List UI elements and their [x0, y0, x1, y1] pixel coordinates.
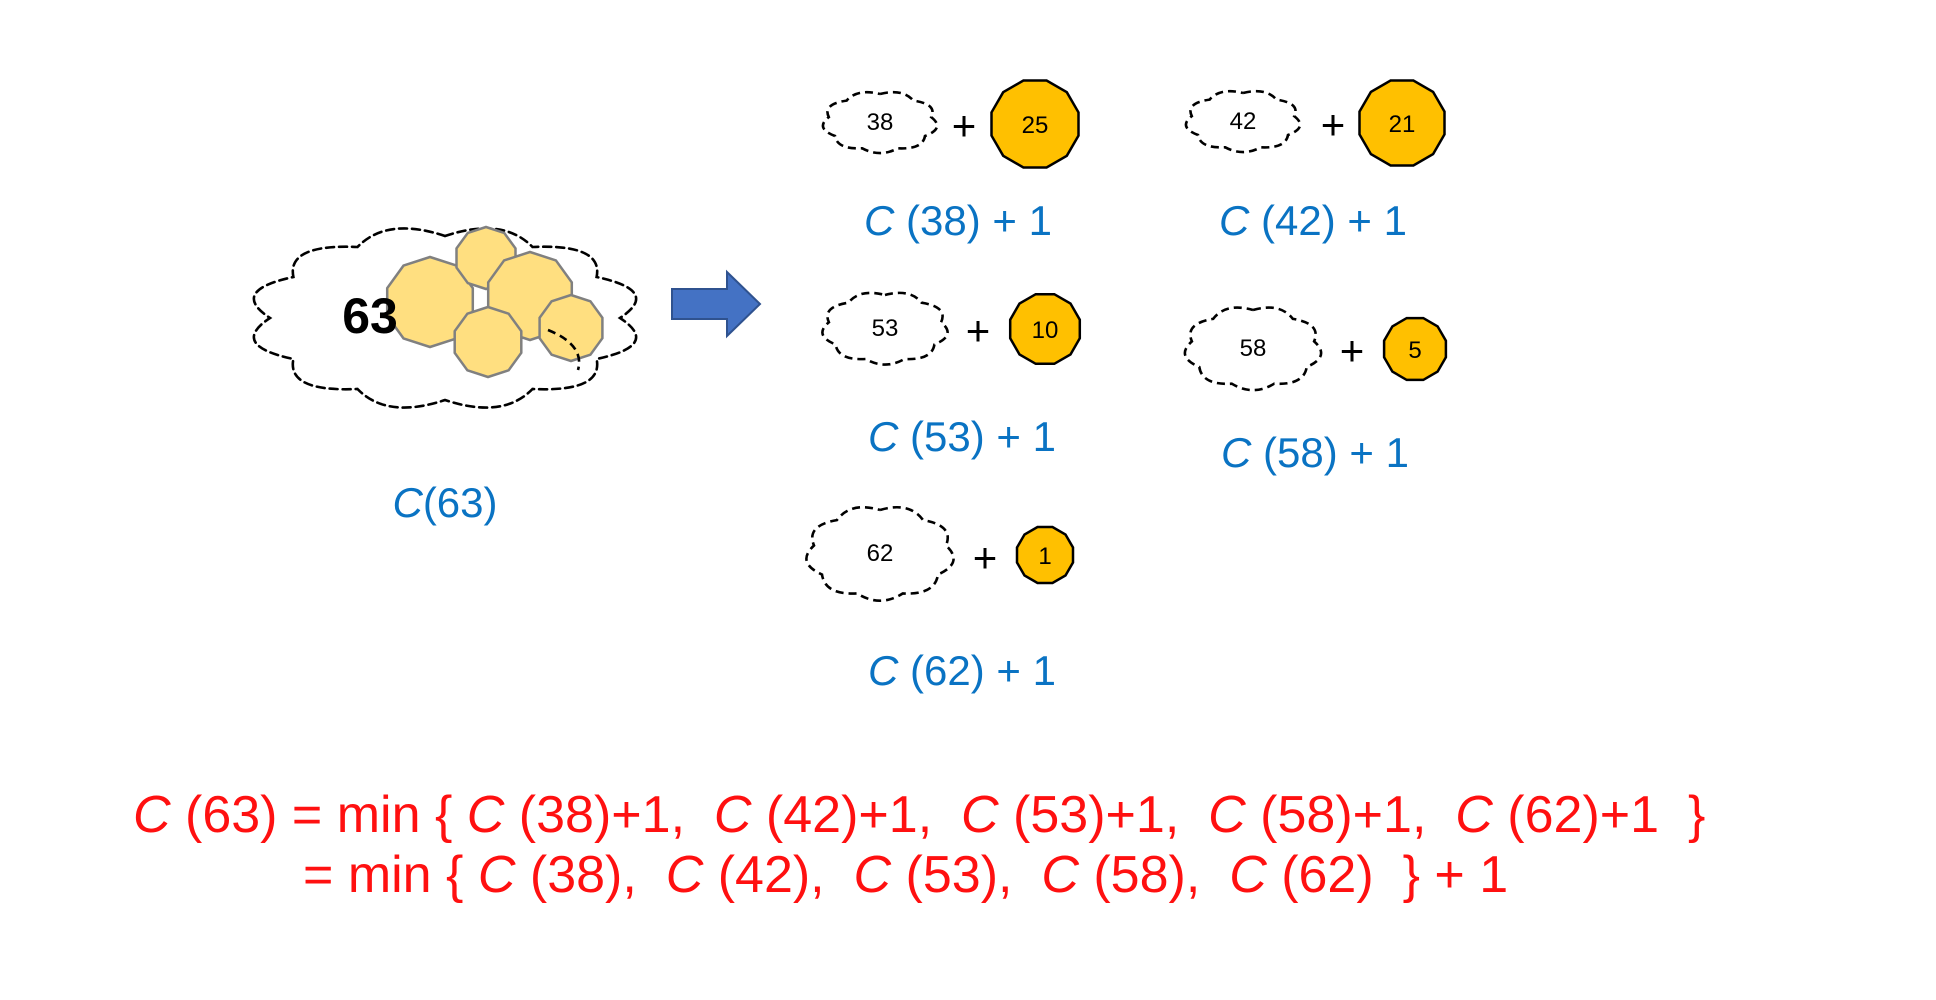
option-42: 42 +21 C (42) + 1	[1184, 79, 1446, 244]
cloud-amount: 42	[1230, 108, 1257, 135]
big-cloud-value: 63	[342, 288, 398, 344]
plus-sign: +	[1321, 101, 1346, 148]
plus-sign: +	[973, 534, 998, 581]
big-cloud-label-arg: (63)	[423, 479, 498, 526]
options-group: 38 +25 C (38) + 1 42 +21 C (42) + 1 53 +10 C (53…	[805, 79, 1448, 694]
formula-line-2: = min { C (38), C (42), C (53), C (58), …	[303, 846, 1508, 904]
option-label: C (53) + 1	[868, 413, 1056, 460]
coin-icon	[453, 305, 523, 379]
big-cloud	[252, 227, 638, 409]
coin-value: 25	[1022, 112, 1049, 139]
big-cloud-label: C(63)	[392, 479, 497, 526]
plus-sign: +	[952, 102, 977, 149]
right-arrow-icon	[671, 269, 762, 339]
coin-icon	[990, 79, 1080, 169]
big-cloud-label-fn: C	[392, 479, 423, 526]
cloud-amount: 62	[867, 540, 894, 567]
plus-sign: +	[966, 307, 991, 354]
coin-icon	[1008, 292, 1082, 366]
option-label: C (58) + 1	[1221, 429, 1409, 476]
big-cloud-coins	[385, 225, 604, 379]
cloud-overlap-edge	[547, 328, 581, 371]
cloud-amount: 58	[1240, 335, 1267, 362]
option-38: 38 +25 C (38) + 1	[821, 79, 1080, 244]
option-62: 62 +1 C (62) + 1	[805, 506, 1075, 694]
coin-value: 21	[1389, 111, 1416, 138]
small-cloud	[1183, 306, 1323, 392]
small-cloud	[805, 506, 955, 602]
coin-value: 10	[1032, 317, 1059, 344]
coin-value: 1	[1038, 543, 1051, 570]
small-cloud	[1184, 89, 1302, 154]
coin-icon	[1015, 525, 1075, 585]
coin-icon	[1358, 79, 1446, 167]
small-cloud	[821, 90, 939, 155]
cloud-amount: 53	[872, 315, 899, 342]
coin-icon	[1382, 316, 1448, 382]
option-label: C (38) + 1	[864, 197, 1052, 244]
big-cloud-group: 63 C(63)	[252, 225, 638, 526]
option-label: C (62) + 1	[868, 647, 1056, 694]
formula-line-1: C (63) = min { C (38)+1, C (42)+1, C (53…	[133, 786, 1705, 844]
coin-icon	[538, 293, 604, 363]
option-53: 53 +10 C (53) + 1	[821, 291, 1082, 460]
plus-sign: +	[1340, 327, 1365, 374]
coin-value: 5	[1408, 337, 1421, 364]
cloud-amount: 38	[867, 109, 894, 136]
big-cloud-outline	[252, 227, 638, 409]
small-cloud	[821, 291, 949, 366]
option-58: 58 +5 C (58) + 1	[1183, 306, 1448, 476]
option-label: C (42) + 1	[1219, 197, 1407, 244]
